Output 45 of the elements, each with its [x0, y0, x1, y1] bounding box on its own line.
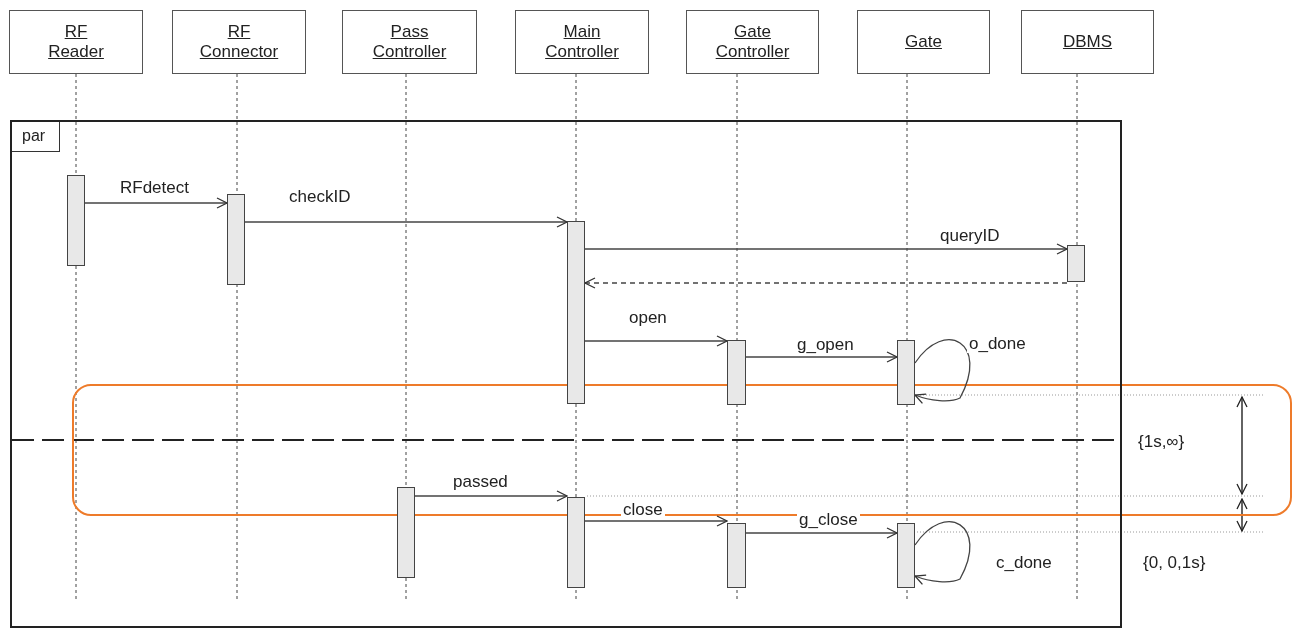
message-arrow — [584, 243, 1068, 255]
message-arrow — [584, 515, 728, 527]
message-arrow — [584, 335, 728, 347]
timing-constraint: {1s,∞} — [1138, 432, 1185, 452]
lifeline-header — [342, 10, 477, 74]
lifeline-name: DBMS — [1062, 32, 1113, 52]
lifeline-header — [515, 10, 649, 74]
message-label: passed — [451, 472, 510, 491]
message-arrow — [414, 490, 568, 502]
lifeline-header — [172, 10, 306, 74]
combined-fragment-frame — [10, 120, 1122, 628]
lifeline-name: Gate Controller — [715, 22, 790, 62]
return-message-arrow — [584, 277, 1068, 289]
lifeline-name: Main Controller — [545, 22, 619, 62]
lifeline-name: Gate — [905, 32, 942, 52]
message-arrow — [745, 351, 898, 363]
self-message-arrow — [914, 339, 971, 404]
activation-bar — [227, 194, 245, 285]
lifeline-header — [9, 10, 143, 74]
message-label: queryID — [938, 226, 1002, 245]
activation-bar — [897, 523, 915, 588]
fragment-operator: par — [12, 122, 61, 152]
message-arrow — [84, 197, 228, 209]
activation-bar — [727, 523, 746, 588]
lifeline-header — [686, 10, 819, 74]
activation-bar — [897, 340, 915, 405]
message-arrow — [244, 216, 568, 228]
activation-bar — [397, 487, 415, 578]
message-label: close — [621, 500, 665, 519]
message-label: c_done — [994, 553, 1054, 572]
lifeline-header — [1021, 10, 1154, 74]
lifeline-header — [857, 10, 990, 74]
lifeline-name: RF Reader — [48, 22, 104, 62]
self-message-arrow — [914, 521, 971, 585]
timing-constraint: {0, 0,1s} — [1143, 553, 1206, 573]
message-label: g_close — [797, 510, 860, 529]
lifeline-name: RF Connector — [199, 22, 279, 62]
message-label: o_done — [967, 334, 1028, 353]
lifeline-name: Pass Controller — [372, 22, 447, 62]
activation-bar — [567, 221, 585, 404]
activation-bar — [1067, 245, 1085, 282]
activation-bar — [567, 497, 585, 588]
activation-bar — [727, 340, 746, 405]
activation-bar — [67, 175, 85, 266]
message-arrow — [745, 527, 898, 539]
